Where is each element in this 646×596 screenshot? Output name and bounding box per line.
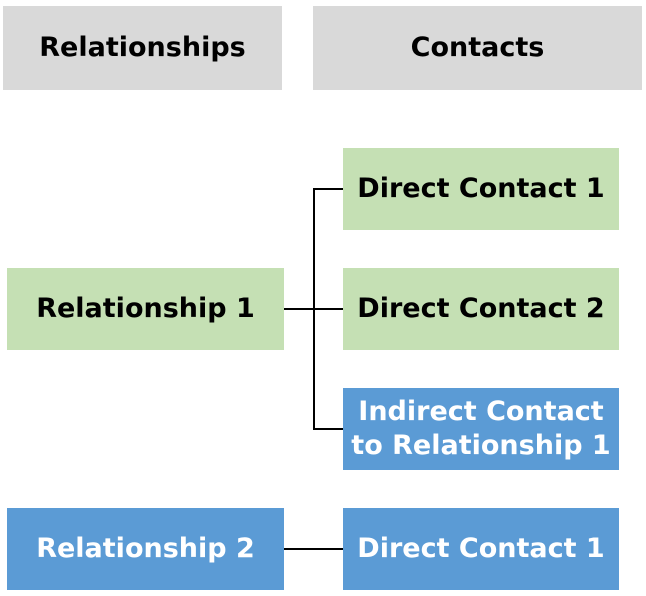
indirect-contact-branch-connector: [313, 428, 343, 430]
relationship-2-direct-contact-1-node: Direct Contact 1: [343, 508, 619, 590]
indirect-contact-node: Indirect Contact to Relationship 1: [343, 388, 619, 470]
relationship-1-stem-connector: [284, 308, 314, 310]
relationships-column-header: Relationships: [3, 6, 282, 90]
contacts-column-header: Contacts: [313, 6, 642, 90]
direct-contact-1-node: Direct Contact 1: [343, 148, 619, 230]
relationship-2-node: Relationship 2: [7, 508, 284, 590]
relationship-1-node: Relationship 1: [7, 268, 284, 350]
direct-contact-1-branch-connector: [313, 188, 343, 190]
direct-contact-2-branch-connector: [313, 308, 343, 310]
direct-contact-2-node: Direct Contact 2: [343, 268, 619, 350]
relationship-2-connector: [284, 548, 343, 550]
